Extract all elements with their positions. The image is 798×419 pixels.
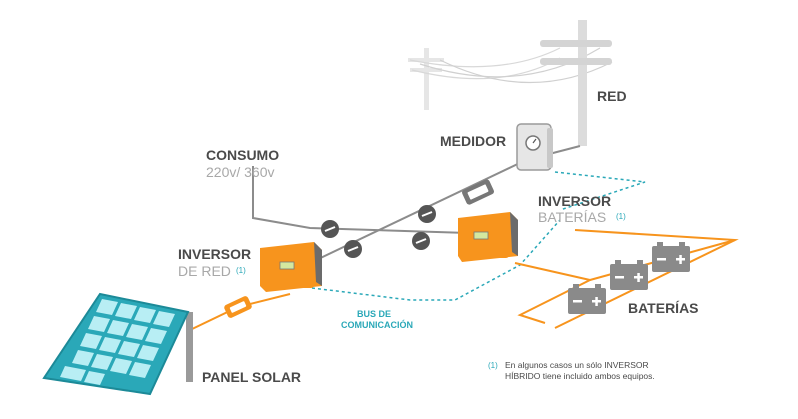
label-baterias: BATERÍAS: [628, 300, 699, 316]
label-medidor: MEDIDOR: [440, 133, 506, 149]
label-red: RED: [597, 88, 627, 104]
label-inversor-red-2: DE RED: [178, 263, 231, 279]
label-consumo-value: 220v/ 360v: [206, 164, 275, 180]
footnote-line-1: En algunos casos un sólo INVERSOR: [505, 360, 649, 370]
utility-poles: [408, 20, 613, 146]
footnote-marker: (1): [488, 361, 498, 370]
label-bus-1: BUS DE: [357, 309, 391, 319]
label-panel-solar: PANEL SOLAR: [202, 369, 301, 385]
label-inversor-baterias-ref: (1): [616, 212, 626, 221]
solar-panel-icon: [42, 292, 193, 396]
battery-inverter-icon: [458, 212, 518, 262]
label-inversor-baterias-1: INVERSOR: [538, 193, 611, 209]
label-inversor-baterias-2: BATERÍAS: [538, 209, 606, 225]
footnote-line-2: HÍBRIDO tiene incluido ambos equipos.: [505, 371, 655, 381]
battery-icons: [568, 242, 690, 314]
label-bus-2: COMUNICACIÓN: [341, 319, 413, 330]
label-inversor-red-1: INVERSOR: [178, 246, 251, 262]
label-consumo: CONSUMO: [206, 147, 279, 163]
label-inversor-red-ref: (1): [236, 266, 246, 275]
meter-icon: [516, 123, 553, 171]
switch-symbols: [224, 179, 494, 318]
communication-bus: [311, 171, 646, 301]
grid-inverter-icon: [260, 242, 322, 292]
